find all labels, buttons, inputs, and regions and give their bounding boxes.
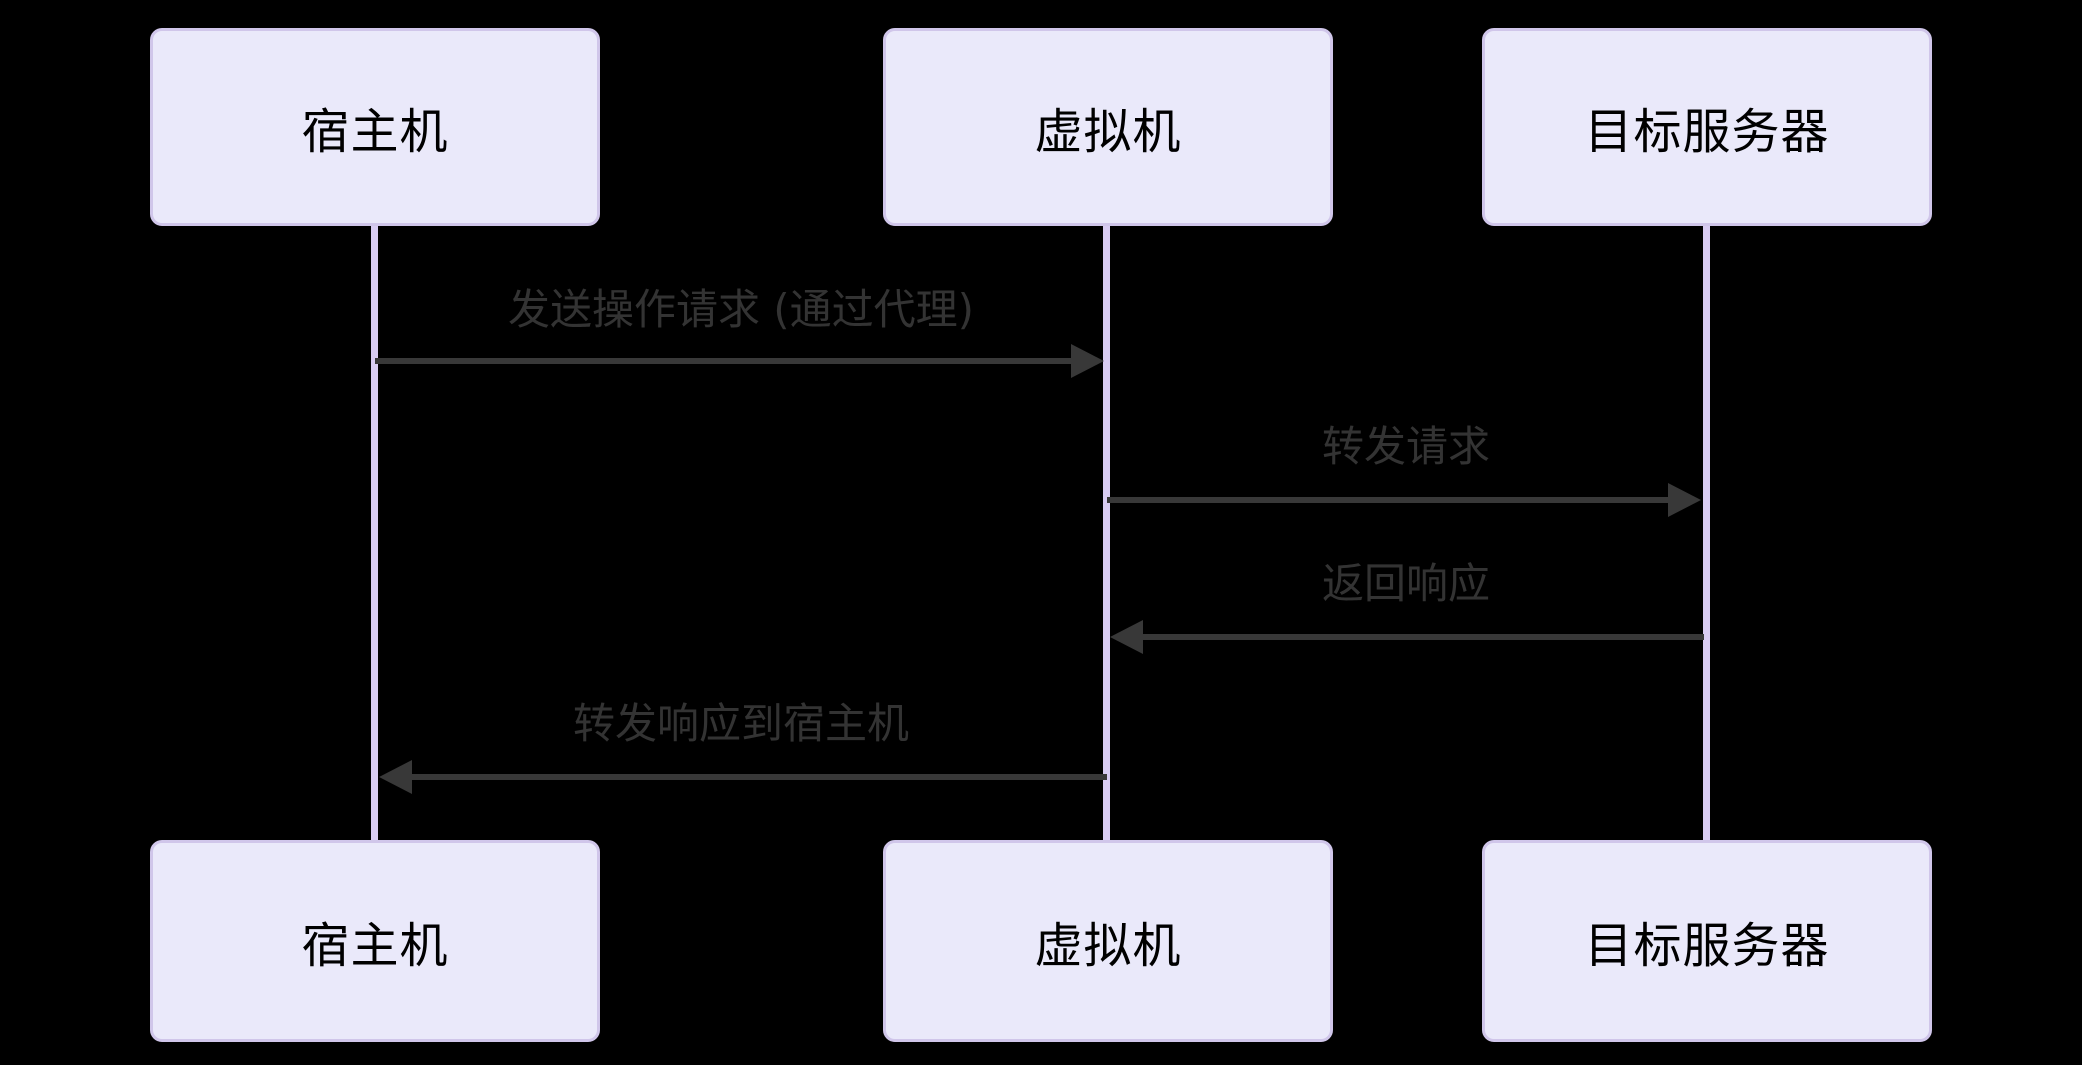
- actor-box-target-server-bottom: 目标服务器: [1482, 840, 1932, 1042]
- actor-label-host: 宿主机: [301, 918, 449, 974]
- lifeline-host: [371, 222, 378, 842]
- message-label-return-response: 返回响应: [1321, 559, 1491, 608]
- actor-box-target-server-top: 目标服务器: [1482, 28, 1932, 226]
- actor-label-target-server: 目标服务器: [1584, 104, 1830, 160]
- actor-label-target-server: 目标服务器: [1584, 918, 1830, 974]
- actor-label-vm: 虚拟机: [1034, 918, 1182, 974]
- actor-label-vm: 虚拟机: [1034, 104, 1182, 160]
- actor-box-vm-bottom: 虚拟机: [883, 840, 1333, 1042]
- message-label-forward-response-to-host: 转发响应到宿主机: [572, 699, 910, 748]
- actor-box-host-bottom: 宿主机: [150, 840, 600, 1042]
- lifeline-target-server: [1703, 222, 1710, 842]
- actor-box-host-top: 宿主机: [150, 28, 600, 226]
- arrow-forward-request: [1107, 483, 1701, 517]
- actor-box-vm-top: 虚拟机: [883, 28, 1333, 226]
- lifeline-vm: [1103, 222, 1110, 842]
- arrow-send-request: [375, 344, 1104, 378]
- message-label-forward-request: 转发请求: [1321, 422, 1491, 471]
- message-label-send-request: 发送操作请求 (通过代理): [507, 285, 975, 334]
- actor-label-host: 宿主机: [301, 104, 449, 160]
- arrow-forward-response-to-host: [379, 760, 1107, 794]
- arrow-return-response: [1110, 620, 1704, 654]
